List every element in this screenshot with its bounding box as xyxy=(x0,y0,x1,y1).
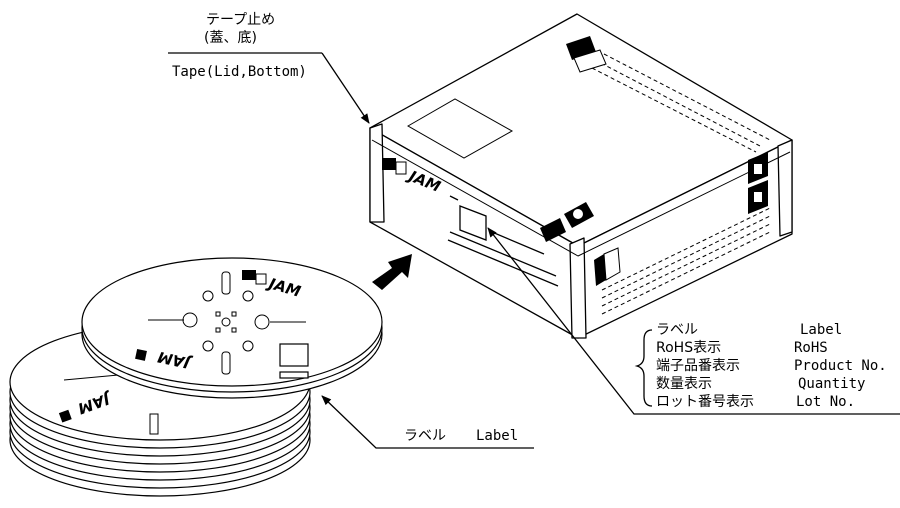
box-label-row-ja: ロット番号表示 xyxy=(656,394,754,410)
label-list-brace xyxy=(634,329,653,407)
box-label-row-ja: 端子品番表示 xyxy=(656,358,740,374)
box-front-label xyxy=(459,205,487,241)
box-label-row-ja: RoHS表示 xyxy=(656,340,722,356)
side-print-marks xyxy=(540,152,768,286)
reel-stack xyxy=(9,323,311,497)
corner-protector-left xyxy=(369,123,385,223)
tape-callout-leader xyxy=(321,52,370,124)
box-label-row-en: Lot No. xyxy=(796,394,856,410)
top-print-mark xyxy=(566,36,607,73)
reel-label-callout-en: Label xyxy=(476,428,519,444)
box-top-label-window xyxy=(406,98,514,159)
box-label-row-en: Product No. xyxy=(794,358,887,374)
box-label-row-en: Quantity xyxy=(798,376,866,392)
reel-label-callout-ja: ラベル xyxy=(404,428,446,444)
tape-callout-ja-line2: (蓋、底) xyxy=(204,30,257,46)
upper-reel xyxy=(81,257,383,399)
box-label-row-en: Label xyxy=(800,322,843,338)
box-label-leader xyxy=(487,227,900,415)
reel-label xyxy=(279,343,309,367)
direction-arrow xyxy=(372,254,412,290)
upper-reel-hub xyxy=(148,271,306,375)
box-label-row-ja: 数量表示 xyxy=(656,376,712,392)
corner-protector-front xyxy=(569,237,587,339)
box-label-row-ja: ラベル xyxy=(656,322,698,338)
reel-label-leader xyxy=(321,395,534,449)
box-label-row-en: RoHS xyxy=(794,340,828,356)
tape-callout-ja-line1: テープ止め xyxy=(206,12,276,28)
tape-callout-en: Tape(Lid,Bottom) xyxy=(172,64,307,80)
corner-protector-right xyxy=(777,139,793,237)
